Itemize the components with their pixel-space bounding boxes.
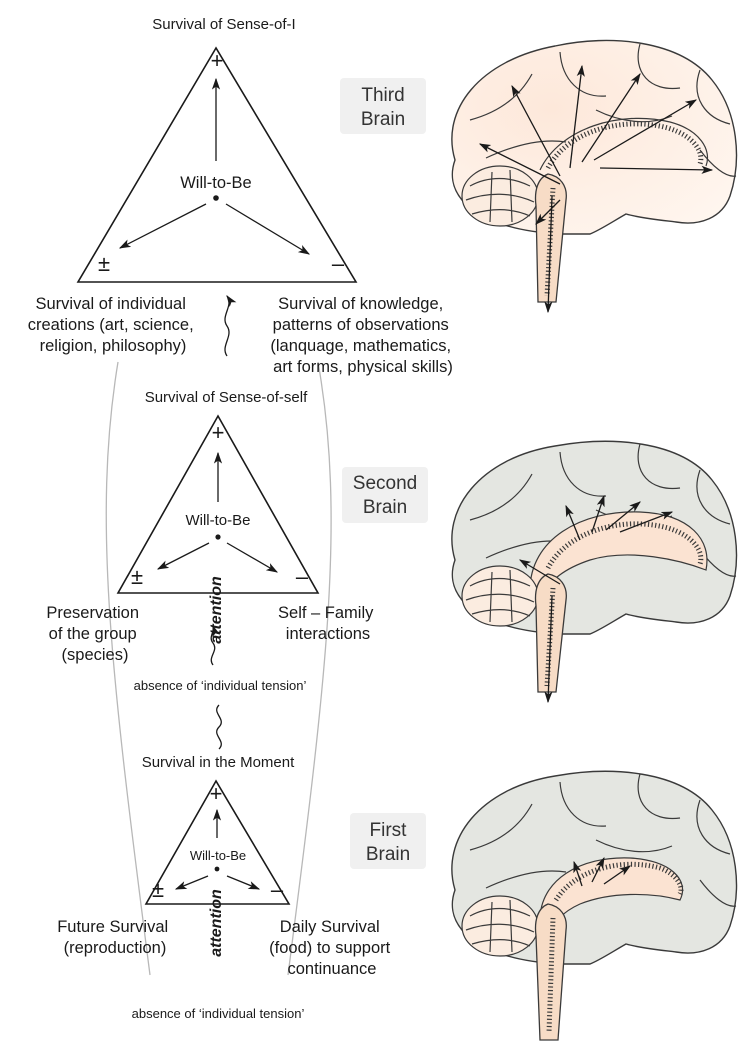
second-panel-line2: Brain [363, 497, 407, 518]
connecting-cone-lines [106, 362, 331, 975]
third-center-dot [213, 195, 219, 201]
third-left-arrow [120, 204, 206, 248]
second-below-label: absence of ‘individual tension’ [134, 678, 307, 693]
third-right-arrow [226, 204, 309, 254]
first-below-label: absence of ‘individual tension’ [132, 1006, 305, 1021]
first-right-arrow [227, 876, 259, 889]
second-squiggle-connector [217, 705, 222, 749]
second-brain-panel: Second Brain [342, 467, 428, 523]
third-brain-illustration [452, 40, 737, 312]
second-center-label: Will-to-Be [185, 512, 250, 529]
second-panel-line1: Second [353, 473, 417, 494]
first-panel-line2: Brain [366, 844, 410, 865]
third-triangle [78, 48, 356, 282]
third-left-caption: Survival of individual creations (art, s… [28, 295, 199, 355]
second-right-caption: Self – Family interactions [278, 604, 378, 643]
first-minus-sign: – [271, 877, 284, 902]
first-brain-triangle-group: Survival in the Moment + ± – Will-to-Be … [57, 754, 395, 1021]
third-apex-label: Survival of Sense-of-I [152, 16, 295, 33]
second-plus-sign: + [212, 420, 225, 445]
third-minus-sign: – [332, 251, 345, 276]
third-right-caption: Survival of knowledge, patterns of obser… [270, 295, 455, 376]
second-left-arrow [158, 543, 209, 569]
third-plus-sign: + [211, 48, 224, 73]
third-wave-arrow [225, 296, 229, 356]
second-apex-label: Survival of Sense-of-self [145, 389, 308, 406]
second-left-caption: Preservation of the group (species) [46, 604, 143, 664]
first-attention-label: attention [208, 889, 225, 957]
first-brain-illustration [452, 771, 737, 1040]
first-center-label: Will-to-Be [190, 848, 246, 863]
first-left-caption: Future Survival (reproduction) [57, 918, 173, 957]
third-plus-minus-sign: ± [98, 251, 110, 276]
first-center-dot [215, 867, 220, 872]
second-minus-sign: – [296, 564, 309, 589]
third-panel-line2: Brain [361, 109, 405, 130]
third-brain-triangle-group: Survival of Sense-of-I + ± – Will-to-Be … [28, 16, 456, 376]
first-left-arrow [176, 876, 208, 889]
second-attention-label: attention [208, 576, 225, 644]
first-plus-sign: + [210, 781, 223, 806]
third-brain-panel: Third Brain [340, 78, 426, 134]
third-center-label: Will-to-Be [180, 174, 252, 192]
second-center-dot [215, 534, 220, 539]
second-brain-illustration [452, 441, 737, 702]
second-right-arrow [227, 543, 277, 572]
second-plus-minus-sign: ± [131, 564, 143, 589]
first-right-caption: Daily Survival (food) to support continu… [269, 918, 395, 978]
third-panel-line1: Third [361, 85, 404, 106]
first-plus-minus-sign: ± [152, 877, 164, 902]
first-brain-panel: First Brain [350, 813, 426, 869]
first-panel-line1: First [370, 820, 408, 841]
first-apex-label: Survival in the Moment [142, 754, 295, 771]
